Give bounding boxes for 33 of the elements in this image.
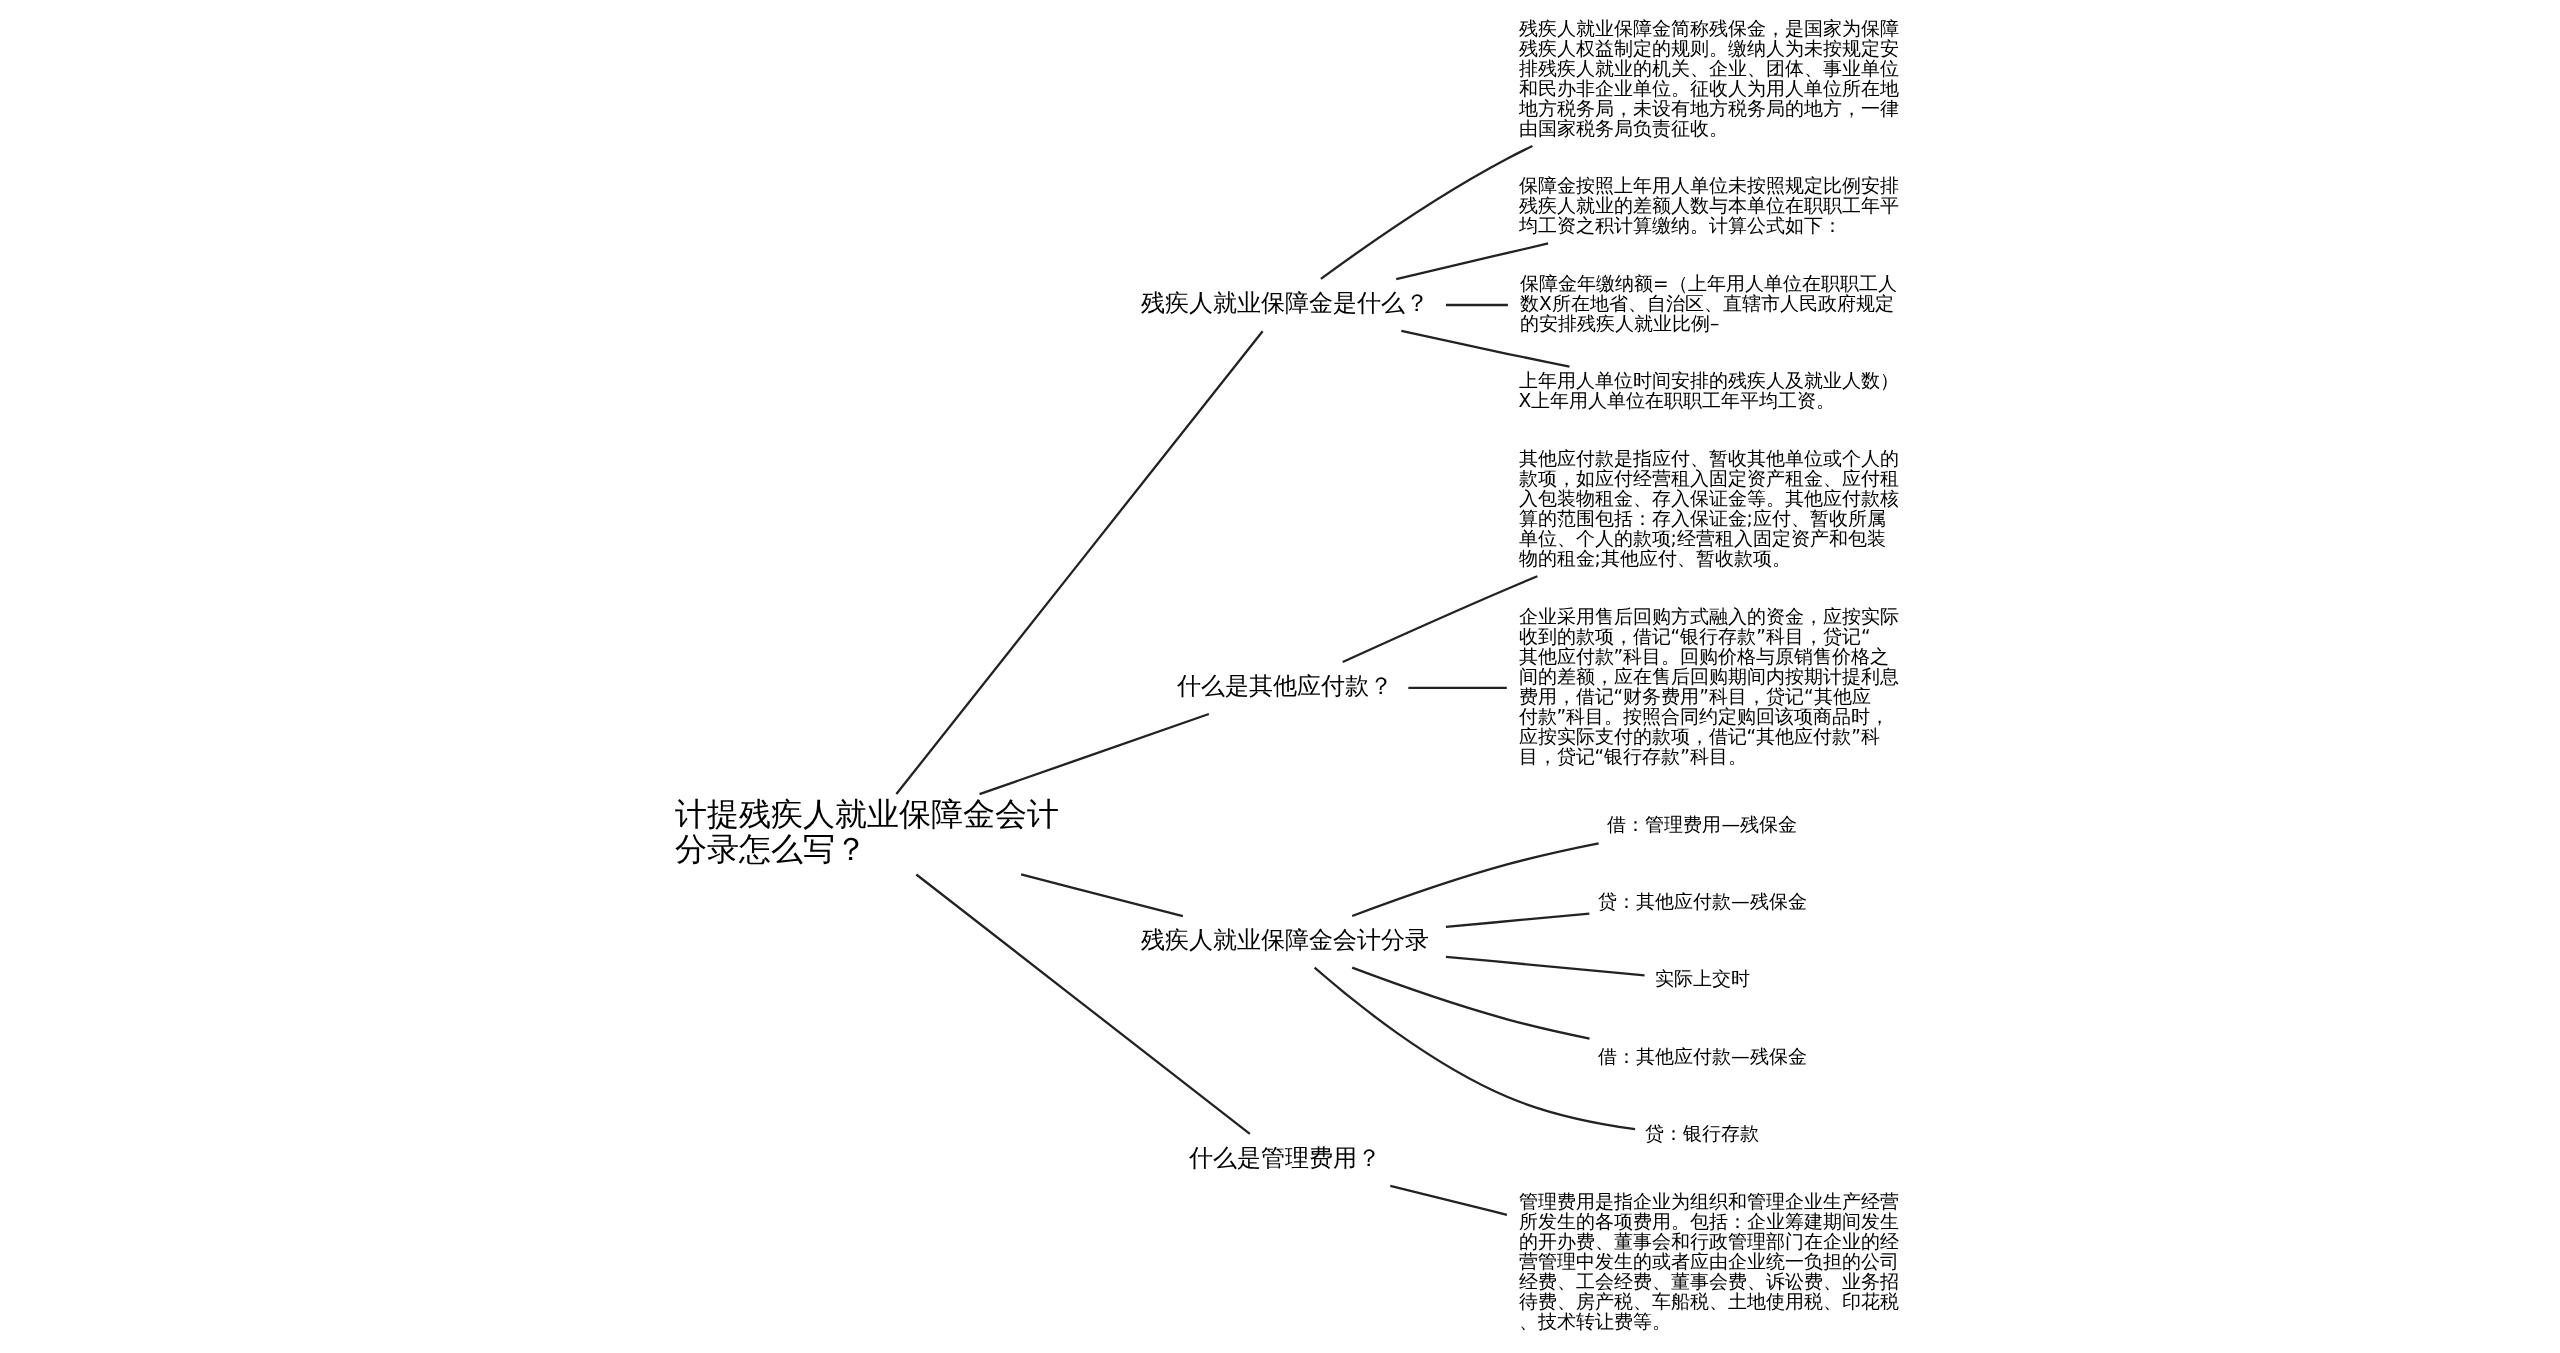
connector — [1407, 686, 1507, 690]
node-text: 计提残疾人就业保障金会计分录怎么写？ — [674, 796, 1059, 867]
node-text: 贷：银行存款 — [1644, 1123, 1759, 1145]
connector — [1351, 842, 1599, 918]
connector — [1351, 966, 1590, 1040]
node-text: 管理费用是指企业为组织和管理企业生产经营所发生的各项费用。包括：企业筹建期间发生的开办费、董事会和行政管理部门在企业的经营管理中发生的或者应由企业统一负担的公司经费、工会经费、董事会费、诉讼费、业务招待费、房产税、车船税、土地使用税、印花税、技术转让费等。 — [1518, 1190, 1899, 1333]
connector — [915, 873, 1251, 1135]
node-text: 企业采用售后回购方式融入的资金，应按实际收到的款项，借记“银行存款”科目，贷记“其他应付款”科目。回购价格与原销售价格之间的差额，应在售后回购期间内按期计提利息费用，借记“财务费用”科目，贷记“其他应付款”科目。按照合同约定购回该项商品时，应按实际支付的款项，借记“其他应付款”科目，贷记“银行存款”科目。 — [1518, 605, 1899, 768]
node-text: 借：其他应付款—残保金 — [1597, 1045, 1807, 1067]
connector — [1445, 303, 1508, 307]
node-text: 保障金按照上年用人单位未按照规定比例安排残疾人就业的差额人数与本单位在职职工年平均工资之积计算缴纳。计算公式如下： — [1518, 175, 1899, 237]
node-text: 上年用人单位时间安排的残疾人及就业人数）X上年用人单位在职职工年平均工资。 — [1518, 370, 1899, 412]
node-text: 保障金年缴纳额=（上年用人单位在职职工人数X所在地省、自治区、直辖市人民政府规定的安排残疾人就业比例– — [1519, 272, 1897, 334]
connector — [1313, 966, 1635, 1131]
connector — [1395, 242, 1548, 281]
connector — [1445, 912, 1589, 929]
connector — [1341, 575, 1538, 664]
node-text: 借：管理费用—残保金 — [1606, 813, 1797, 835]
connector — [1319, 144, 1533, 280]
connector — [1389, 1184, 1507, 1216]
connector — [1400, 329, 1570, 368]
node-text: 其他应付款是指应付、暂收其他单位或个人的款项，如应付经营租入固定资产租金、应付租入包装物租金、存入保证金等。其他应付款核算的范围包括：存入保证金;应付、暂收所属单位、个人的款项;经营租入固定资产和包装物的租金;其他应付、暂收款项。 — [1518, 447, 1899, 570]
node-text: 残疾人就业保障金会计分录 — [1140, 924, 1429, 954]
node-text: 什么是其他应付款？ — [1176, 670, 1393, 700]
connector — [978, 712, 1209, 796]
node-text: 残疾人就业保障金简称残保金，是国家为保障残疾人权益制定的规则。缴纳人为未按规定安排残疾人就业的机关、企业、团体、事业单位和民办非企业单位。征收人为用人单位所在地地方税务局，未设有地方税务局的地方，一律由国家税务局负责征收。 — [1518, 17, 1899, 139]
node-text: 什么是管理费用？ — [1188, 1142, 1381, 1172]
connector — [1020, 873, 1183, 918]
node-text: 实际上交时 — [1654, 968, 1750, 990]
connector — [1445, 955, 1645, 977]
connector — [894, 330, 1263, 795]
node-text: 残疾人就业保障金是什么？ — [1140, 287, 1429, 317]
node-text: 贷：其他应付款—残保金 — [1597, 891, 1807, 912]
